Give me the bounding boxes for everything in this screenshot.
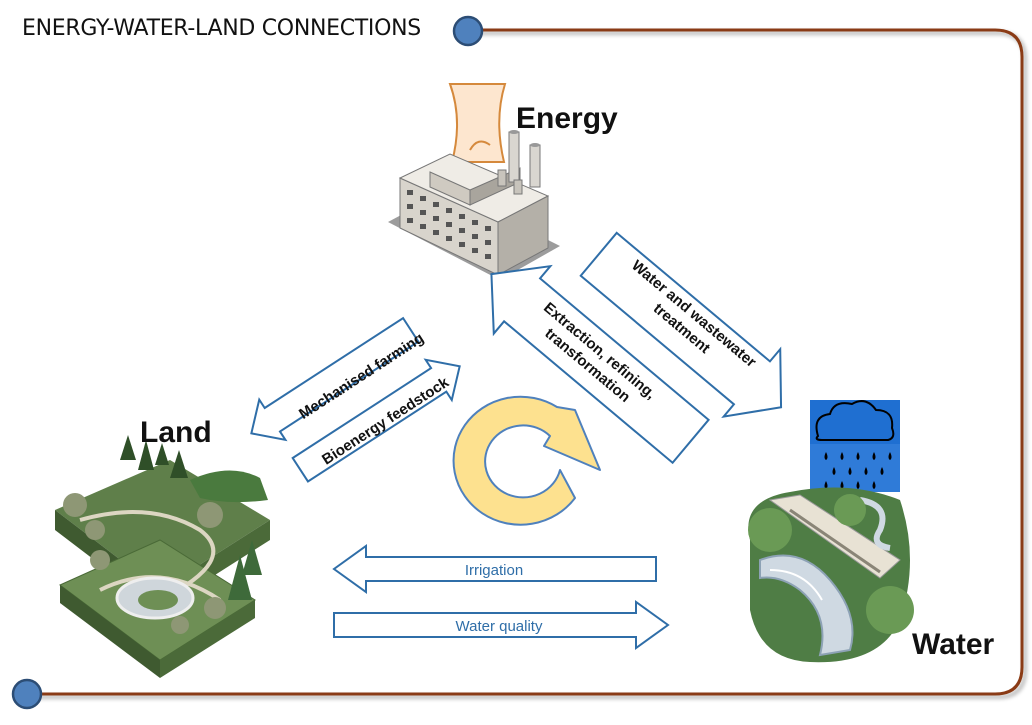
arrow-mechanised-farming [250, 316, 420, 442]
land-park-icon [55, 435, 270, 678]
node-label-land: Land [140, 416, 212, 449]
arrow-water-treatment [579, 231, 783, 418]
cycle-arrow-icon [452, 395, 601, 526]
link-label-irrigation: Irrigation [465, 562, 523, 579]
arrow-extraction [490, 264, 711, 465]
river-landscape-icon [748, 487, 914, 663]
diagram-title: ENERGY-WATER-LAND CONNECTIONS [22, 16, 421, 41]
frame-border [28, 28, 1024, 696]
arrow-water-quality [333, 600, 670, 650]
rain-cloud-icon [810, 400, 900, 492]
frame-dot-top [452, 15, 484, 47]
arrow-irrigation [332, 544, 657, 594]
frame-dot-bottom [11, 678, 43, 710]
energy-factory-icon [388, 83, 560, 280]
arrow-bioenergy-feedstock [291, 358, 461, 483]
link-label-water-quality: Water quality [456, 618, 543, 635]
node-label-energy: Energy [516, 102, 618, 135]
node-label-water: Water [912, 628, 995, 661]
